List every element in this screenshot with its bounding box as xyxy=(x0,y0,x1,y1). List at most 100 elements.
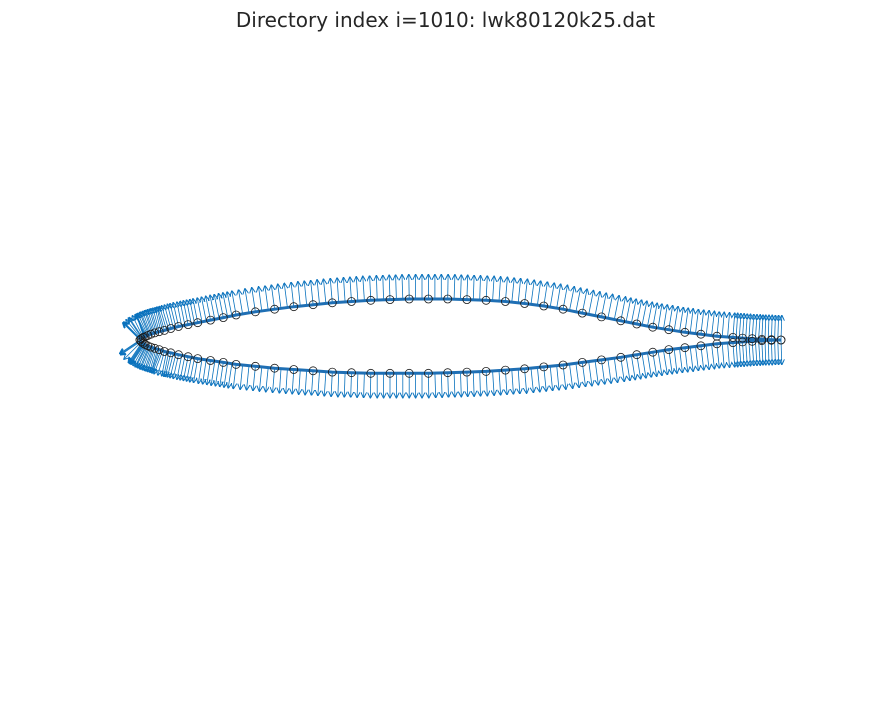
upper-surface-point xyxy=(632,319,642,329)
lower-normal-arrow xyxy=(755,341,757,365)
lower-surface-point xyxy=(270,363,280,373)
upper-normal-arrow xyxy=(298,282,300,307)
upper-surface-line xyxy=(138,297,782,342)
lower-surface-point xyxy=(680,343,690,353)
lower-surface-line xyxy=(138,338,782,375)
upper-normal-arrow xyxy=(396,275,397,300)
upper-surface-point xyxy=(680,327,690,337)
lower-surface-point xyxy=(648,347,658,357)
upper-normal-arrow xyxy=(575,288,581,312)
lower-surface-point xyxy=(696,341,706,351)
upper-surface-point xyxy=(712,331,722,341)
lower-normal-arrow xyxy=(170,354,177,377)
lower-normal-arrow xyxy=(631,355,635,380)
lower-surface-point xyxy=(327,367,337,377)
lower-surface-point xyxy=(385,368,395,378)
lower-normal-arrow xyxy=(550,366,552,390)
upper-normal-arrow xyxy=(356,277,358,302)
lower-surface-point xyxy=(366,368,376,378)
upper-surface-point xyxy=(193,318,203,328)
upper-normal-arrow xyxy=(214,295,220,319)
upper-surface-point xyxy=(423,294,433,304)
lower-surface-point xyxy=(150,343,160,353)
upper-surface-point xyxy=(231,310,241,320)
upper-normal-arrow xyxy=(679,308,684,332)
lower-normal-arrow xyxy=(570,364,573,388)
upper-normal-arrow xyxy=(180,302,186,326)
upper-surface-point xyxy=(520,299,529,308)
upper-normal-arrow xyxy=(317,280,319,305)
upper-surface-point xyxy=(159,325,169,335)
upper-normal-arrow xyxy=(177,302,183,326)
lower-normal-arrow xyxy=(305,370,307,394)
upper-normal-arrow xyxy=(537,281,540,306)
upper-normal-arrow xyxy=(227,292,233,316)
upper-normal-arrow xyxy=(363,277,365,301)
lower-normal-arrow xyxy=(736,342,738,366)
upper-surface-point xyxy=(500,297,510,306)
upper-normal-arrow xyxy=(696,310,699,334)
lower-normal-arrow xyxy=(247,365,249,390)
lower-surface-point xyxy=(462,367,472,377)
lower-surface-point xyxy=(500,365,510,375)
upper-normal-arrow xyxy=(265,286,268,311)
lower-normal-arrow xyxy=(240,364,242,389)
upper-normal-arrow xyxy=(499,277,501,302)
upper-normal-arrow xyxy=(625,298,631,322)
upper-surface-point xyxy=(347,297,356,306)
lower-normal-arrow xyxy=(557,365,559,390)
upper-surface-point xyxy=(616,316,626,326)
lower-normal-arrow xyxy=(211,361,216,385)
surface-markers xyxy=(135,294,786,378)
lower-surface-point xyxy=(520,364,529,374)
upper-normal-arrow xyxy=(376,276,377,301)
upper-normal-arrow xyxy=(778,316,779,340)
upper-surface-point xyxy=(183,320,193,330)
upper-normal-arrow xyxy=(641,302,647,326)
lower-surface-point xyxy=(747,336,757,346)
lower-surface-point xyxy=(423,368,433,378)
lower-normal-arrow xyxy=(680,348,683,372)
lower-normal-arrow xyxy=(746,341,748,366)
lower-normal-arrow xyxy=(279,368,281,393)
upper-normal-arrow xyxy=(259,287,262,311)
upper-surface-point xyxy=(404,294,414,304)
upper-surface-point xyxy=(558,304,568,314)
upper-surface-point xyxy=(747,334,757,344)
lower-normal-arrow xyxy=(690,347,693,371)
lower-normal-arrow xyxy=(589,361,592,386)
upper-surface-point xyxy=(597,312,606,322)
lower-normal-arrow xyxy=(518,369,520,393)
normal-vectors xyxy=(120,275,782,397)
upper-normal-arrow xyxy=(383,276,384,300)
upper-normal-arrow xyxy=(631,299,636,323)
upper-normal-arrow xyxy=(245,289,250,313)
upper-normal-arrow xyxy=(722,313,724,337)
lower-normal-arrow xyxy=(473,371,474,396)
lower-normal-arrow xyxy=(647,352,652,377)
lower-surface-point xyxy=(231,359,241,369)
upper-surface-point xyxy=(539,301,549,311)
upper-normal-arrow xyxy=(304,282,306,306)
upper-surface-point xyxy=(696,329,706,339)
upper-normal-arrow xyxy=(284,284,287,308)
upper-normal-arrow xyxy=(337,278,339,303)
upper-surface-point xyxy=(218,313,228,323)
upper-normal-arrow xyxy=(402,275,403,300)
lower-normal-arrow xyxy=(531,368,533,392)
lower-normal-arrow xyxy=(480,371,481,396)
lower-normal-arrow xyxy=(364,373,365,397)
lower-normal-arrow xyxy=(441,372,442,397)
upper-normal-arrow xyxy=(775,316,776,340)
upper-surface-point xyxy=(250,307,260,317)
lower-normal-arrow xyxy=(154,350,163,374)
lower-normal-arrow xyxy=(778,340,779,364)
upper-surface-point xyxy=(462,295,472,305)
upper-surface-point xyxy=(366,295,376,305)
upper-normal-arrow xyxy=(588,291,594,315)
upper-normal-arrow xyxy=(210,296,216,320)
lower-normal-arrow xyxy=(216,361,220,386)
lower-surface-point xyxy=(140,340,150,349)
lower-normal-arrow xyxy=(595,360,598,385)
lower-surface-point xyxy=(767,335,776,345)
